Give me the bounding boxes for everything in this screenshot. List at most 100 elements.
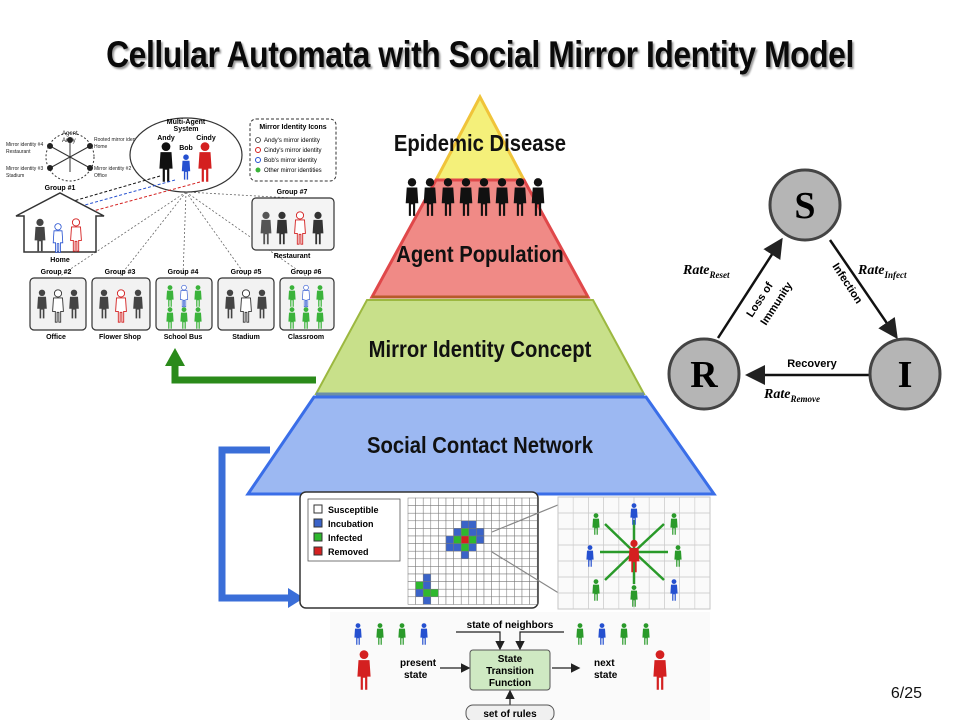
ca-cell — [483, 528, 492, 537]
home-small-label: Home — [94, 144, 108, 150]
ca-cell — [422, 588, 432, 598]
ca-legend-label: Infected — [328, 533, 363, 543]
func-line3: Function — [489, 678, 531, 689]
ca-cell — [498, 497, 508, 506]
ca-cell — [445, 520, 454, 529]
ca-cell — [468, 573, 477, 582]
ca-legend-label: Incubation — [328, 519, 374, 529]
ca-cell — [468, 558, 477, 567]
ca-cell — [430, 505, 439, 514]
ca-cell — [415, 512, 424, 522]
ca-cell — [506, 588, 515, 598]
ca-cell — [514, 543, 523, 552]
ca-cell — [445, 596, 454, 605]
ca-cell — [491, 535, 500, 544]
ca-cell — [415, 505, 424, 514]
group2-label: Group #2 — [41, 269, 72, 276]
ca-cell — [491, 573, 500, 582]
ca-cell — [476, 573, 485, 582]
ca-cell — [476, 543, 485, 552]
ca-cell — [460, 520, 470, 529]
ca-cell — [445, 535, 454, 544]
ca-cell — [407, 573, 416, 582]
layer-label-population: Agent Population — [396, 241, 564, 267]
ca-cell — [460, 543, 470, 552]
ca-cell — [514, 596, 523, 605]
ca-cell — [529, 596, 538, 605]
ca-cell — [460, 596, 470, 605]
ca-cell — [521, 581, 530, 590]
ca-cell — [460, 528, 470, 537]
ca-cell — [415, 596, 424, 605]
ca-cell — [445, 581, 454, 590]
ca-cell — [506, 512, 515, 522]
page-number: 6/25 — [890, 685, 922, 702]
ca-cell — [514, 573, 523, 582]
ca-cell — [498, 573, 508, 582]
ca-cell — [483, 573, 492, 582]
ca-cell — [415, 581, 424, 590]
ca-cell — [407, 528, 416, 537]
ca-cell — [506, 573, 515, 582]
ca-cell — [422, 512, 432, 522]
ca-cell — [491, 558, 500, 567]
ca-cell — [422, 550, 432, 560]
ca-cell — [498, 528, 508, 537]
group1-label: Group #1 — [45, 185, 76, 192]
ca-cell — [430, 512, 439, 522]
rooted-identity-label: Rooted mirror identity #1 — [94, 137, 149, 143]
ca-legend-swatch — [313, 532, 323, 542]
rules-label: set of rules — [483, 709, 537, 720]
ca-cell — [476, 581, 485, 590]
func-line1: State — [498, 654, 523, 665]
ca-cell — [529, 520, 538, 529]
restaurant-box — [251, 197, 335, 251]
recovery-label: Recovery — [787, 358, 837, 370]
group5: Group #5 Stadium — [217, 269, 275, 341]
ca-cell — [445, 528, 454, 537]
ca-cell — [498, 543, 508, 552]
node-i — [868, 337, 942, 411]
ca-cell — [422, 566, 432, 575]
ca-cell — [407, 505, 416, 514]
ca-cell — [468, 581, 477, 590]
ca-cell — [476, 505, 485, 514]
ca-cell — [430, 558, 439, 567]
node-s — [768, 168, 842, 242]
rate-infect: RateInfect — [857, 263, 907, 280]
ca-legend-label: Susceptible — [328, 505, 379, 515]
ca-cell — [514, 558, 523, 567]
ca-cell — [468, 566, 477, 575]
ca-cell — [438, 528, 447, 537]
ca-cell — [514, 505, 523, 514]
ca-cell — [529, 528, 538, 537]
node-r — [667, 337, 741, 411]
ca-cell — [438, 512, 447, 522]
ca-legend-label: Removed — [328, 547, 369, 557]
ca-cell — [430, 581, 439, 590]
ca-cell — [460, 588, 470, 598]
ca-cell — [445, 566, 454, 575]
ca-cell — [430, 596, 439, 605]
ca-cell — [422, 497, 432, 506]
classroom-label: Classroom — [288, 334, 324, 341]
ca-cell — [521, 588, 530, 598]
ca-cell — [514, 588, 523, 598]
transition-panel: state of neighbors present state State T… — [330, 612, 710, 720]
ca-cell — [445, 543, 454, 552]
bob-name: Bob — [179, 145, 193, 152]
present-label: present — [400, 658, 437, 669]
ca-cell — [491, 505, 500, 514]
ca-cell — [521, 535, 530, 544]
ca-cell — [521, 596, 530, 605]
ca-cell — [468, 505, 477, 514]
ca-cell — [498, 566, 508, 575]
ca-cell — [453, 596, 462, 605]
ca-cell — [506, 550, 515, 560]
ca-cell — [415, 520, 424, 529]
andy-small-label: Andy — [62, 138, 76, 144]
ca-cell — [422, 558, 432, 567]
ca-cell — [422, 535, 432, 544]
ca-cell — [438, 520, 447, 529]
ca-cell — [514, 497, 523, 506]
